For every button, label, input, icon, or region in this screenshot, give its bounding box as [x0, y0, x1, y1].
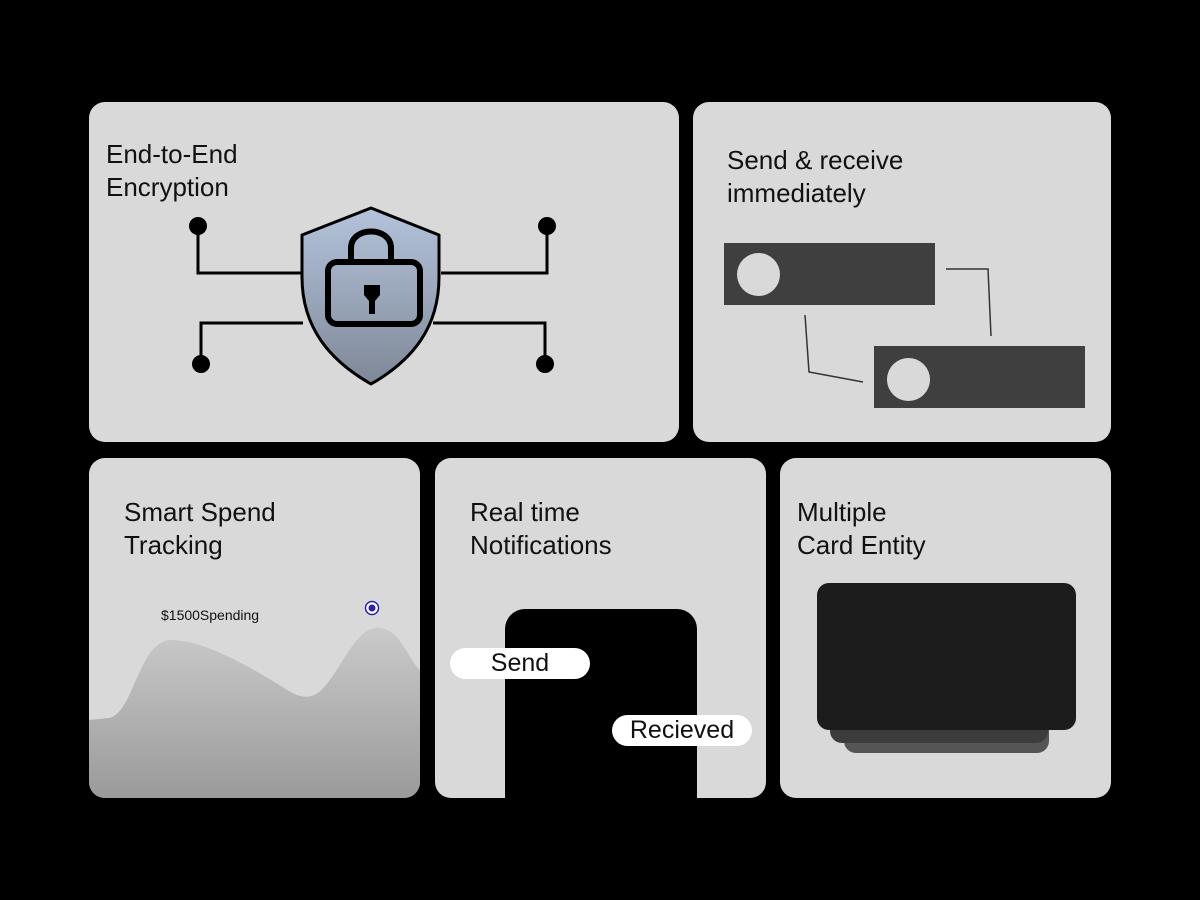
sender-account-bar: [724, 243, 935, 305]
phone-silhouette: [505, 609, 697, 798]
send-notification-pill: Send: [450, 648, 590, 679]
spend-amount-label: $1500Spending: [161, 607, 260, 623]
encryption-card: End-to-End Encryption: [89, 102, 679, 442]
received-notification-pill: Recieved: [612, 715, 752, 746]
send-receive-card: Send & receive immediately: [693, 102, 1111, 442]
notifications-title: Real time Notifications: [470, 497, 612, 560]
multiple-card-card: Multiple Card Entity: [780, 458, 1111, 798]
encryption-title: End-to-End Encryption: [106, 139, 238, 202]
receiver-avatar: [887, 358, 930, 401]
stacked-card-front: [817, 583, 1076, 730]
spend-tracking-card: Smart Spend Tracking $1500Spending: [89, 458, 420, 798]
radio-dot-icon: [364, 600, 380, 616]
send-receive-title: Send & receive immediately: [727, 145, 904, 208]
notifications-card: Real time Notifications Send Recieved: [435, 458, 766, 798]
sender-avatar: [737, 253, 780, 296]
multiple-card-title: Multiple Card Entity: [797, 497, 926, 560]
spend-area-chart: [89, 600, 420, 798]
spend-title: Smart Spend Tracking: [124, 497, 276, 560]
shield-lock-icon: [189, 206, 556, 386]
receiver-account-bar: [874, 346, 1085, 408]
transfer-connector-lines: [804, 268, 992, 383]
